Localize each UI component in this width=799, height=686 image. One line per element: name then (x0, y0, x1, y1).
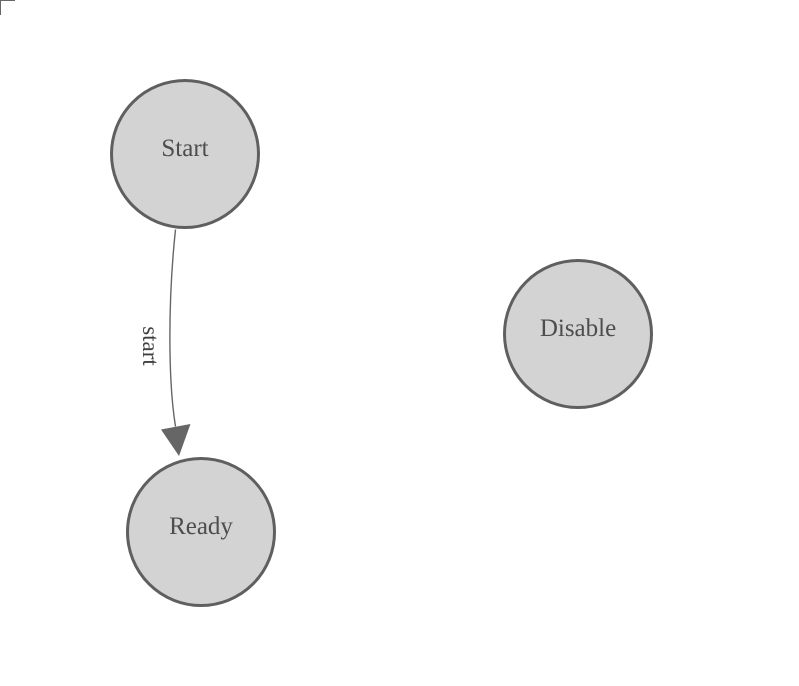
arrowhead-icon (161, 424, 191, 456)
state-label-ready: Ready (169, 513, 233, 540)
state-node-ready[interactable]: Ready (126, 457, 276, 607)
state-node-start[interactable]: Start (110, 79, 260, 229)
state-label-disable: Disable (539, 315, 617, 342)
transition-label[interactable]: start (138, 326, 163, 366)
transition-path[interactable] (169, 229, 177, 427)
paper-origin-corner-mark (0, 0, 15, 15)
state-node-disable[interactable]: Disable (503, 259, 653, 409)
transition-start-to-ready[interactable] (161, 229, 191, 457)
state-label-start: Start (161, 135, 209, 162)
